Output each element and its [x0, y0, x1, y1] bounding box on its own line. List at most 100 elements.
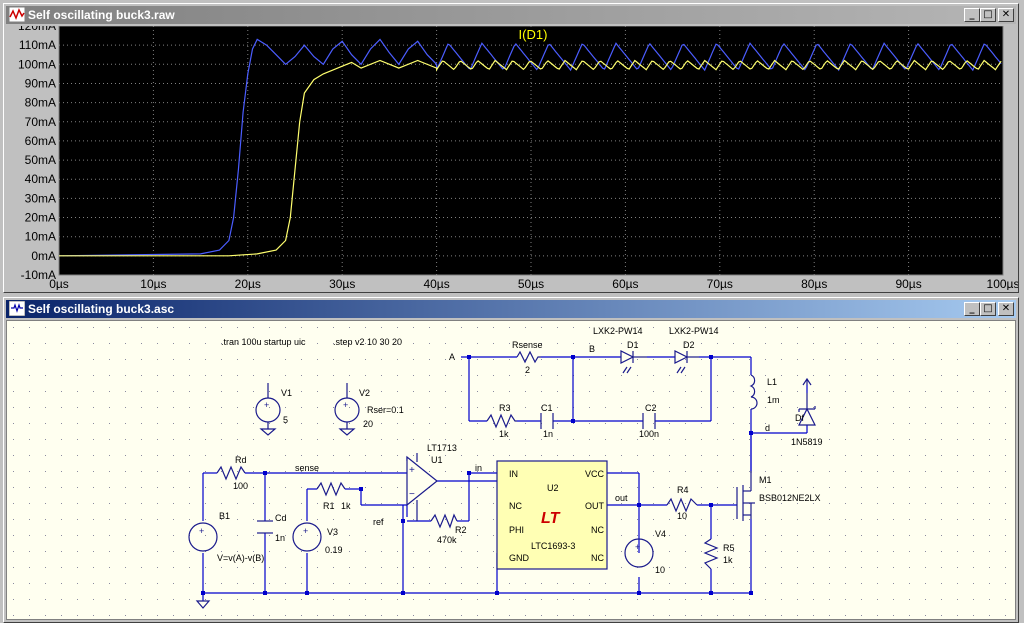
- rsense-value: 2: [525, 365, 530, 375]
- v2-rser: Rser=0.1: [367, 405, 404, 415]
- close-button[interactable]: ✕: [998, 302, 1014, 316]
- v2-value: 20: [363, 419, 373, 429]
- cd-label: Cd: [275, 513, 287, 523]
- maximize-button[interactable]: □: [980, 302, 996, 316]
- minimize-button[interactable]: _: [964, 302, 980, 316]
- v4-value: 10: [655, 565, 665, 575]
- net-label-b: B: [589, 344, 595, 354]
- series-line-yellow[interactable]: [59, 59, 1002, 257]
- r2-value: 470k: [437, 535, 457, 545]
- y-tick-label: 90mA: [25, 76, 56, 90]
- waveform-titlebar[interactable]: Self oscillating buck3.raw _ □ ✕: [6, 6, 1016, 24]
- x-tick-label: 50µs: [518, 277, 544, 290]
- r4-label: R4: [677, 485, 689, 495]
- x-tick-label: 90µs: [895, 277, 921, 290]
- u1-label: U1: [431, 455, 443, 465]
- rsense-resistor: [516, 350, 541, 364]
- close-button[interactable]: ✕: [998, 8, 1014, 22]
- series-line-blue[interactable]: [58, 38, 1002, 257]
- r3-value: 1k: [499, 429, 509, 439]
- u2-model: LTC1693-3: [531, 541, 575, 551]
- l1-inductor: [749, 374, 758, 410]
- v4-source: [624, 538, 654, 568]
- df-model: 1N5819: [791, 437, 823, 447]
- d2-led: [674, 350, 689, 364]
- schematic-titlebar[interactable]: Self oscillating buck3.asc _ □ ✕: [6, 300, 1016, 318]
- y-tick-labels: -10mA0mA10mA20mA30mA40mA50mA60mA70mA80mA…: [18, 26, 56, 282]
- y-tick-label: 70mA: [25, 115, 56, 129]
- waveform-window-title: Self oscillating buck3.raw: [28, 8, 175, 22]
- minimize-button[interactable]: _: [964, 8, 980, 22]
- net-label-ref: ref: [373, 517, 384, 527]
- r5-resistor: [703, 538, 719, 570]
- net-label-d: d: [765, 423, 770, 433]
- r4-value: 10: [677, 511, 687, 521]
- junction-dots: [201, 355, 753, 595]
- r5-value: 1k: [723, 555, 733, 565]
- schematic-window-title: Self oscillating buck3.asc: [28, 302, 175, 316]
- u2-pin-phi: PHI: [509, 525, 524, 535]
- u2-chip: [496, 460, 608, 570]
- u2-pin-in: IN: [509, 469, 518, 479]
- x-tick-label: 100µs: [987, 277, 1018, 290]
- plot-title[interactable]: I(D1): [519, 27, 548, 42]
- m1-label: M1: [759, 475, 772, 485]
- x-tick-label: 30µs: [329, 277, 355, 290]
- cd-value: 1n: [275, 533, 285, 543]
- u1-comparator: [406, 455, 438, 507]
- b1-source: [188, 522, 218, 552]
- l1-value: 1m: [767, 395, 780, 405]
- maximize-button[interactable]: □: [980, 8, 996, 22]
- y-tick-label: 20mA: [25, 211, 56, 225]
- rd-label: Rd: [235, 455, 247, 465]
- waveform-chart[interactable]: -10mA0mA10mA20mA30mA40mA50mA60mA70mA80mA…: [6, 26, 1018, 290]
- y-tick-label: 30mA: [25, 191, 56, 205]
- r5-label: R5: [723, 543, 735, 553]
- c1-value: 1n: [543, 429, 553, 439]
- df-diode: [798, 407, 816, 426]
- c2-label: C2: [645, 403, 657, 413]
- d2-label: D2: [683, 340, 695, 350]
- step-directive[interactable]: .step v2 10 30 20: [333, 337, 402, 347]
- r4-resistor: [666, 497, 698, 513]
- u2-label: U2: [547, 483, 559, 493]
- schematic-drawing[interactable]: ++ +++ +− .tran 100u startup uic .step v…: [7, 321, 1016, 620]
- x-tick-label: 60µs: [612, 277, 638, 290]
- x-tick-label: 10µs: [140, 277, 166, 290]
- net-label-out: out: [615, 493, 628, 503]
- d1-led: [620, 350, 635, 364]
- series-layer: [58, 38, 1002, 257]
- schematic-app-icon: [9, 301, 25, 316]
- x-tick-label: 70µs: [707, 277, 733, 290]
- schematic-canvas[interactable]: ++ +++ +− .tran 100u startup uic .step v…: [6, 320, 1016, 620]
- x-tick-label: 0µs: [49, 277, 69, 290]
- svg-text:−: −: [409, 489, 415, 500]
- u2-pin-out: OUT: [585, 501, 605, 511]
- u1-model: LT1713: [427, 443, 457, 453]
- y-tick-label: 100mA: [18, 57, 56, 71]
- net-label-in: in: [475, 463, 482, 473]
- rsense-label: Rsense: [512, 340, 543, 350]
- v4-label: V4: [655, 529, 666, 539]
- d1-label: D1: [627, 340, 639, 350]
- components: [188, 350, 816, 609]
- r3-resistor: [486, 413, 517, 429]
- y-tick-label: 40mA: [25, 172, 56, 186]
- u2-pin-nc2: NC: [591, 525, 604, 535]
- y-tick-label: 10mA: [25, 230, 56, 244]
- rd-resistor: [216, 465, 246, 481]
- svg-text:+: +: [264, 400, 269, 410]
- tran-directive[interactable]: .tran 100u startup uic: [221, 337, 306, 347]
- svg-text:+: +: [303, 526, 308, 536]
- grid-lines: [58, 26, 1004, 276]
- v2-label: V2: [359, 388, 370, 398]
- r2-resistor: [430, 513, 458, 529]
- v3-value: 0.19: [325, 545, 343, 555]
- y-tick-label: 120mA: [18, 26, 56, 33]
- u2-pin-vcc: VCC: [585, 469, 605, 479]
- y-tick-label: 60mA: [25, 134, 56, 148]
- schematic-window[interactable]: Self oscillating buck3.asc _ □ ✕: [3, 297, 1019, 623]
